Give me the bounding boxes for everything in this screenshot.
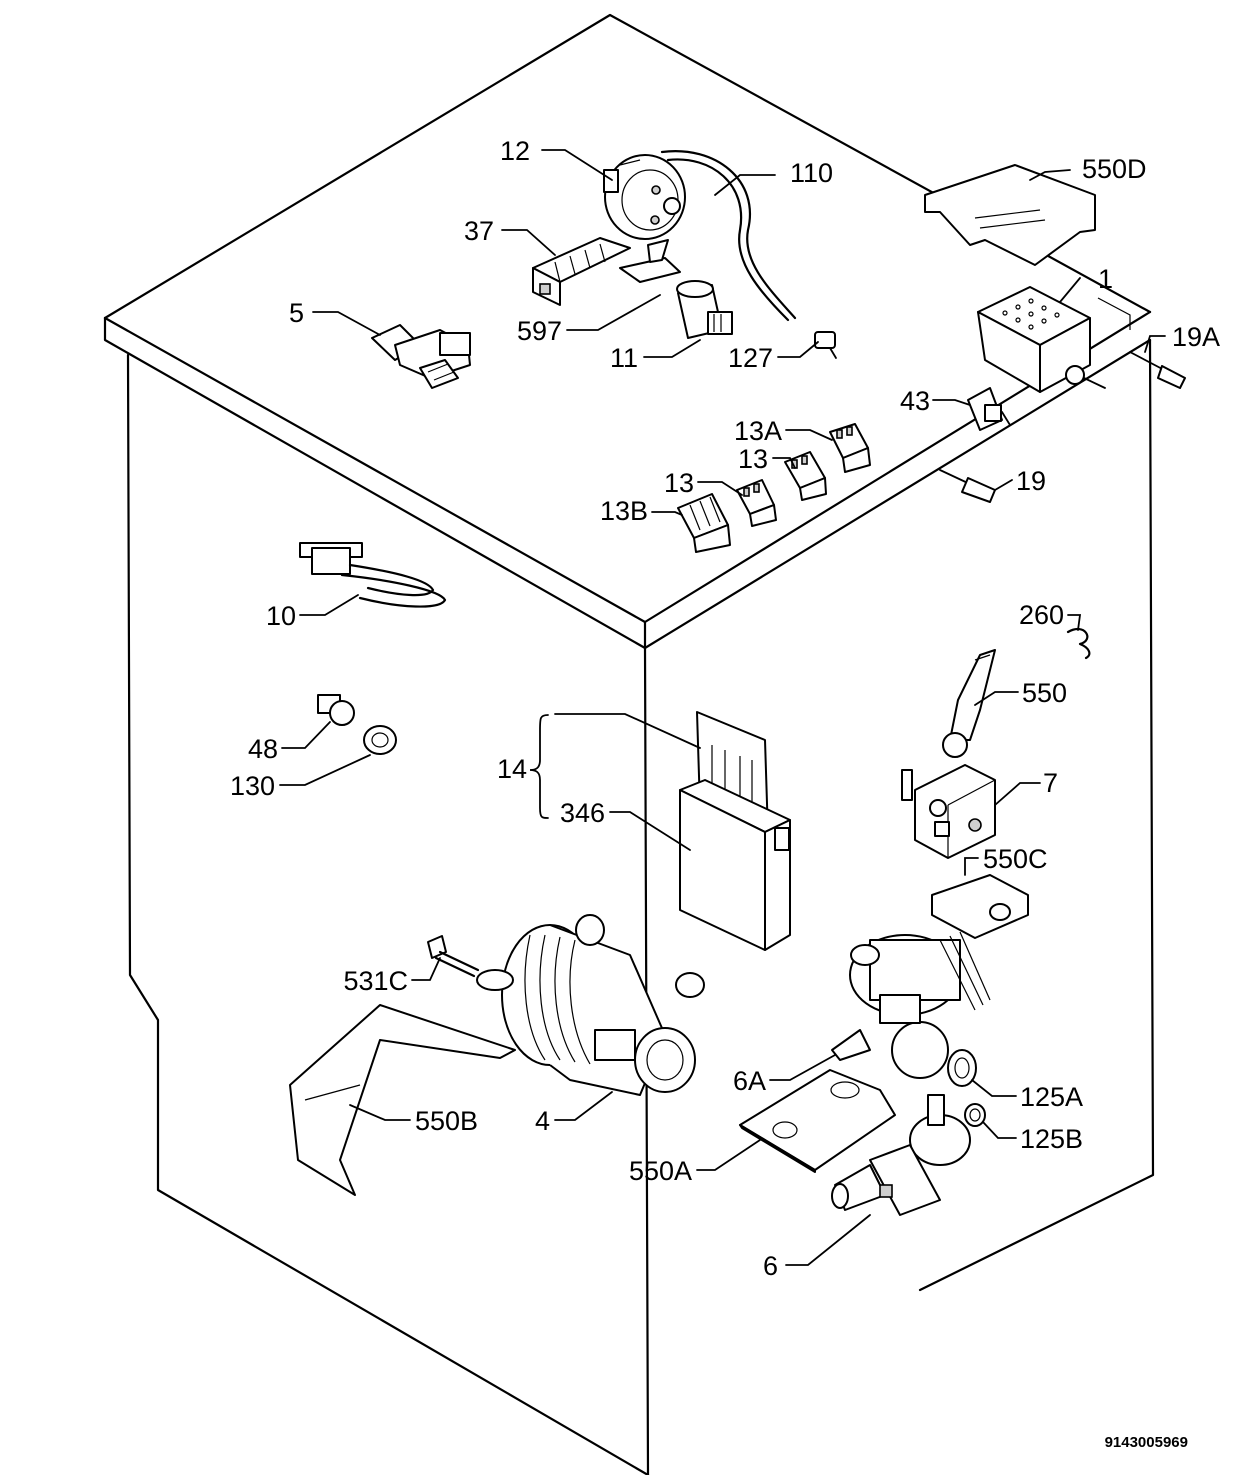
label-260: 260 (1019, 600, 1064, 630)
label-110: 110 (790, 158, 833, 188)
part-125b-seal (964, 1103, 986, 1127)
label-550d: 550D (1082, 154, 1147, 184)
part-127-connector (814, 331, 837, 359)
label-7: 7 (1043, 768, 1058, 798)
document-code: 9143005969 (1105, 1434, 1188, 1451)
label-550: 550 (1022, 678, 1067, 708)
part-48-switch (317, 694, 355, 726)
label-19a: 19A (1172, 322, 1220, 352)
part-597-bracket (619, 239, 681, 283)
label-346: 346 (560, 798, 605, 828)
label-43: 43 (900, 386, 930, 416)
part-4-motor (476, 914, 705, 1096)
part-7-door-lock (901, 764, 996, 859)
part-6a-pump-housing (831, 931, 991, 1079)
part-13-connector-lower (736, 479, 777, 527)
part-13a-connector (829, 423, 871, 473)
leader-lines (279, 149, 1166, 1266)
part-346-dispenser-box (679, 779, 791, 951)
label-550a: 550A (629, 1156, 692, 1186)
part-11-capacitor (676, 280, 733, 339)
part-12-pressure-switch (603, 154, 686, 240)
part-550b-shield (289, 1004, 516, 1196)
label-14: 14 (497, 754, 527, 784)
label-13a: 13A (734, 416, 782, 446)
label-1: 1 (1098, 264, 1113, 294)
label-130: 130 (230, 771, 275, 801)
part-13-connector-upper (784, 451, 827, 501)
label-597: 597 (517, 316, 562, 346)
part-550c-pad (931, 874, 1029, 939)
part-labels: 12 110 550D 37 5 597 11 127 1 19A 43 13A… (230, 136, 1220, 1451)
part-110-hose (660, 150, 797, 322)
part-260-spring (1066, 627, 1091, 660)
label-11: 11 (610, 343, 638, 373)
label-13b: 13B (600, 496, 648, 526)
part-43-switch (967, 387, 1011, 431)
label-4: 4 (535, 1106, 550, 1136)
part-6-drain-pump (831, 1094, 971, 1216)
part-5-inlet-valve (371, 324, 471, 389)
label-127: 127 (728, 343, 773, 373)
label-12: 12 (500, 136, 530, 166)
part-550a-pad (739, 1069, 896, 1173)
label-37: 37 (464, 216, 494, 246)
label-6a: 6A (733, 1066, 766, 1096)
label-13-lower: 13 (664, 468, 694, 498)
part-10-heater (299, 542, 447, 608)
label-13-upper: 13 (738, 444, 768, 474)
label-125b: 125B (1020, 1124, 1083, 1154)
part-19-lamp (939, 469, 996, 503)
part-19a-lamp (1129, 351, 1186, 389)
label-6: 6 (763, 1251, 778, 1281)
label-48: 48 (248, 734, 278, 764)
part-125a-seal (947, 1049, 977, 1087)
label-5: 5 (289, 298, 304, 328)
part-550d-cover (924, 164, 1096, 266)
label-19: 19 (1016, 466, 1046, 496)
label-10: 10 (266, 601, 296, 631)
label-125a: 125A (1020, 1082, 1083, 1112)
part-1-programmer (977, 286, 1131, 393)
part-130-nut (363, 725, 397, 755)
label-531c: 531C (343, 966, 408, 996)
label-550b: 550B (415, 1106, 478, 1136)
part-13b-connector (677, 493, 731, 553)
part-531c-bolt (427, 935, 480, 978)
part-550-lever (942, 649, 996, 758)
label-550c: 550C (983, 844, 1048, 874)
part-37-terminal-block (532, 237, 631, 306)
